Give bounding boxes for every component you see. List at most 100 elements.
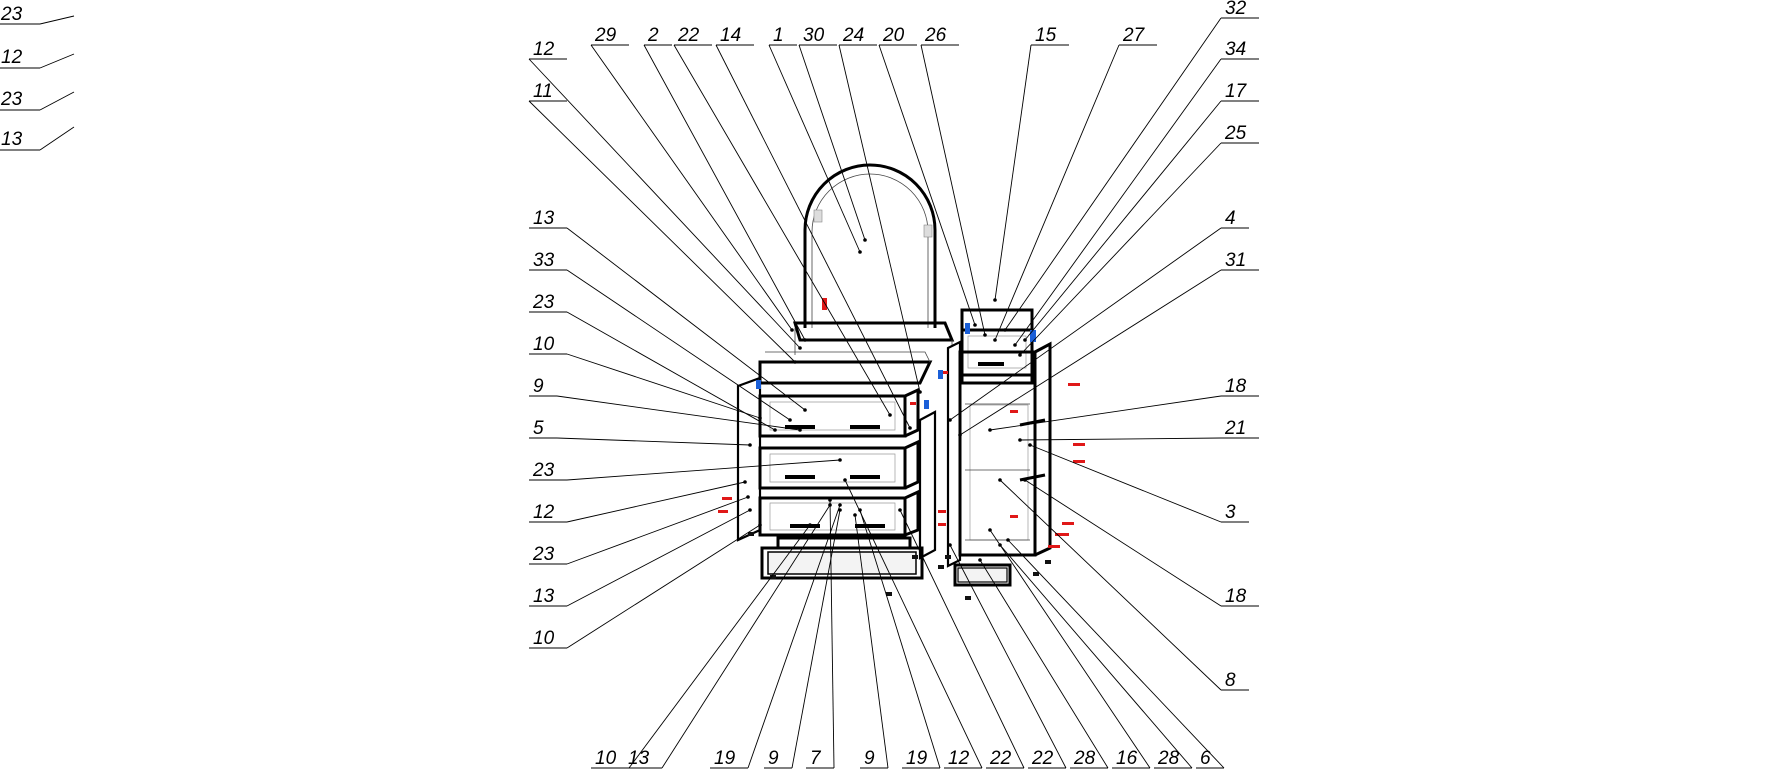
callout-number: 30: [803, 25, 825, 46]
legend-item: 23: [0, 89, 75, 111]
callout-anchor-dot: [948, 543, 952, 547]
callout-leader: [999, 544, 1193, 769]
callout-anchor-dot: [1023, 338, 1027, 342]
callout-anchor-dot: [803, 338, 807, 342]
callout-leader: [566, 227, 806, 411]
callout-number: 25: [1224, 123, 1247, 144]
callout-leader: [798, 44, 866, 241]
callout-number: 32: [1225, 0, 1247, 19]
callout-top: 22: [673, 25, 892, 417]
callout-leader: [747, 504, 841, 769]
callout-leader: [566, 269, 791, 421]
callout-left: 9: [529, 376, 802, 432]
callout-leader: [556, 437, 751, 446]
callout-top: 2: [643, 25, 807, 342]
callout-leader: [528, 58, 801, 349]
callout-anchor-dot: [758, 523, 762, 527]
callout-left: 33: [529, 250, 792, 422]
callout-anchor-dot: [743, 480, 747, 484]
callout-anchor-dot: [1023, 478, 1027, 482]
callout-anchor-dot: [798, 428, 802, 432]
callout-number: 12: [533, 502, 555, 523]
callout-number: 11: [533, 81, 553, 102]
legend-item: 12: [0, 47, 75, 69]
callout-number: 3: [1225, 502, 1236, 523]
callout-number: 10: [533, 628, 555, 649]
callout-leader: [979, 559, 1109, 769]
callout-top: 17: [1023, 81, 1259, 342]
callout-right: 3: [1028, 443, 1249, 523]
callout-top: 15: [993, 25, 1069, 302]
callout-anchor-dot: [888, 413, 892, 417]
callout-leader: [1024, 100, 1222, 341]
callout-leader: [791, 509, 841, 769]
callout-anchor-dot: [988, 528, 992, 532]
callout-leader: [899, 509, 1025, 769]
callout-number: 9: [533, 376, 544, 397]
callout-leader: [829, 499, 835, 769]
callout-leader: [838, 44, 921, 393]
callout-number: 13: [628, 748, 650, 769]
callout-right: 4: [948, 208, 1249, 422]
callout-number: 14: [720, 25, 741, 46]
callout-top: 32: [1003, 0, 1259, 332]
callout-number: 20: [882, 25, 905, 46]
callout-number: 8: [1225, 670, 1236, 691]
callout-number: 10: [595, 748, 617, 769]
callout-bottom: 16: [988, 528, 1151, 769]
callout-leader: [566, 509, 751, 607]
callout-left: 13: [529, 508, 752, 607]
callout-anchor-dot: [793, 360, 797, 364]
callout-leader: [566, 481, 746, 523]
callout-anchor-dot: [958, 433, 962, 437]
callout-top: 20: [878, 25, 977, 327]
callout-leader: [566, 496, 749, 565]
callout-anchor-dot: [853, 513, 857, 517]
callout-leader: [566, 524, 761, 649]
callout-anchor-dot: [828, 498, 832, 502]
callout-number: 5: [533, 418, 544, 439]
legend: 23 12 23 13: [0, 4, 75, 151]
callout-bottom: 7: [806, 498, 835, 769]
callout-top: 11: [528, 81, 797, 364]
callout-number: 23: [532, 292, 555, 313]
callout-anchor-dot: [908, 426, 912, 430]
callout-leader: [854, 514, 889, 769]
callout-number: 23: [532, 544, 555, 565]
callout-number: 28: [1073, 748, 1096, 769]
callout-bottom: 19: [858, 508, 941, 769]
callout-leader: [994, 44, 1120, 341]
callout-anchor-dot: [746, 495, 750, 499]
legend-label: 23: [0, 89, 23, 110]
callout-number: 9: [768, 748, 779, 769]
callout-anchor-dot: [838, 508, 842, 512]
callout-number: 12: [948, 748, 970, 769]
callout-top: 29: [590, 25, 794, 332]
callout-leader: [1019, 142, 1222, 356]
callout-anchor-dot: [748, 508, 752, 512]
callout-top: 25: [1018, 123, 1259, 357]
callout-bottom: 28: [998, 543, 1193, 769]
callout-anchor-dot: [988, 428, 992, 432]
callout-top: 24: [838, 25, 922, 394]
callout-left: 23: [529, 292, 777, 432]
callout-anchor-dot: [1018, 438, 1022, 442]
callout-anchor-dot: [798, 346, 802, 350]
callout-left: 10: [529, 334, 762, 420]
callout-leader: [768, 44, 861, 253]
callout-right: 8: [998, 478, 1249, 691]
callout-leader: [528, 100, 796, 363]
legend-item: 13: [0, 126, 75, 151]
callout-right: 18: [988, 376, 1259, 432]
callout-anchor-dot: [973, 323, 977, 327]
callout-number: 22: [1031, 748, 1054, 769]
callout-leader: [643, 44, 806, 341]
callout-number: 13: [533, 586, 555, 607]
callout-leader: [1029, 444, 1222, 523]
callout-number: 18: [1225, 586, 1247, 607]
callout-left: 10: [529, 523, 762, 649]
callout-number: 18: [1225, 376, 1247, 397]
legend-item: 23: [0, 4, 75, 25]
callout-number: 23: [532, 460, 555, 481]
